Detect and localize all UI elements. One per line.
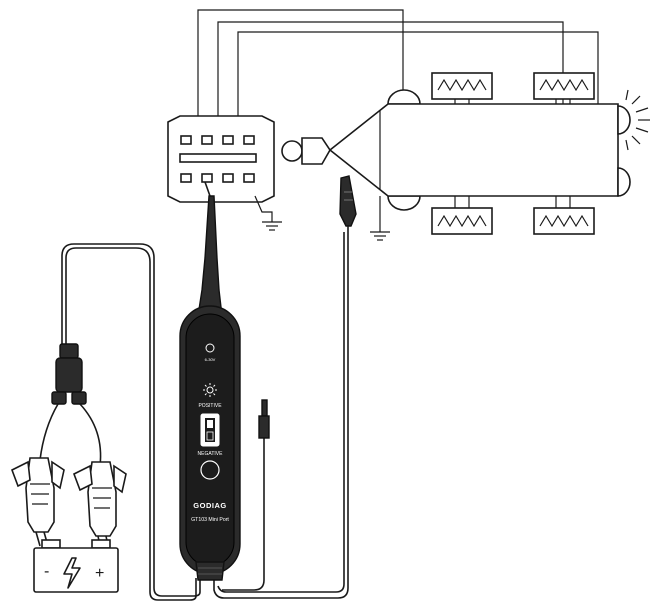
headlight-bulb — [281, 137, 331, 165]
battery-clamp-negative — [72, 461, 127, 547]
ground-symbol — [262, 221, 282, 231]
model-label: GT103 Mini Port — [191, 517, 229, 523]
test-button[interactable] — [200, 460, 220, 480]
tester-cables — [61, 232, 349, 601]
voltage-range-label: 6-30V — [205, 357, 216, 362]
battery-plus-sign: + — [95, 565, 104, 582]
lamp-light-rays — [625, 89, 650, 151]
cable-junction — [51, 343, 87, 405]
lightning-bolt-icon — [63, 557, 81, 589]
positive-label: POSITIVE — [198, 403, 222, 409]
battery-minus-sign: - — [44, 563, 49, 580]
aux-pin-connector — [258, 399, 270, 439]
battery-clamp-positive — [10, 457, 65, 547]
vehicle-outline — [328, 72, 631, 235]
car-battery: - + — [33, 539, 119, 593]
ground-symbol — [370, 196, 390, 241]
probe-contact-slot — [201, 173, 213, 183]
red-lead-wire — [39, 403, 59, 461]
negative-label: NEGATIVE — [198, 451, 224, 457]
black-lead-wire — [79, 403, 102, 467]
brand-label: GODIAG — [193, 501, 226, 510]
ground-alligator-clip — [339, 175, 357, 232]
indicator-led — [205, 343, 215, 353]
fuse-box — [167, 115, 275, 222]
flashlight-icon — [203, 383, 217, 397]
circuit-tester: 6-30V POSITIVE NEGATIVE GODIAG GT103 Min… — [179, 305, 241, 581]
